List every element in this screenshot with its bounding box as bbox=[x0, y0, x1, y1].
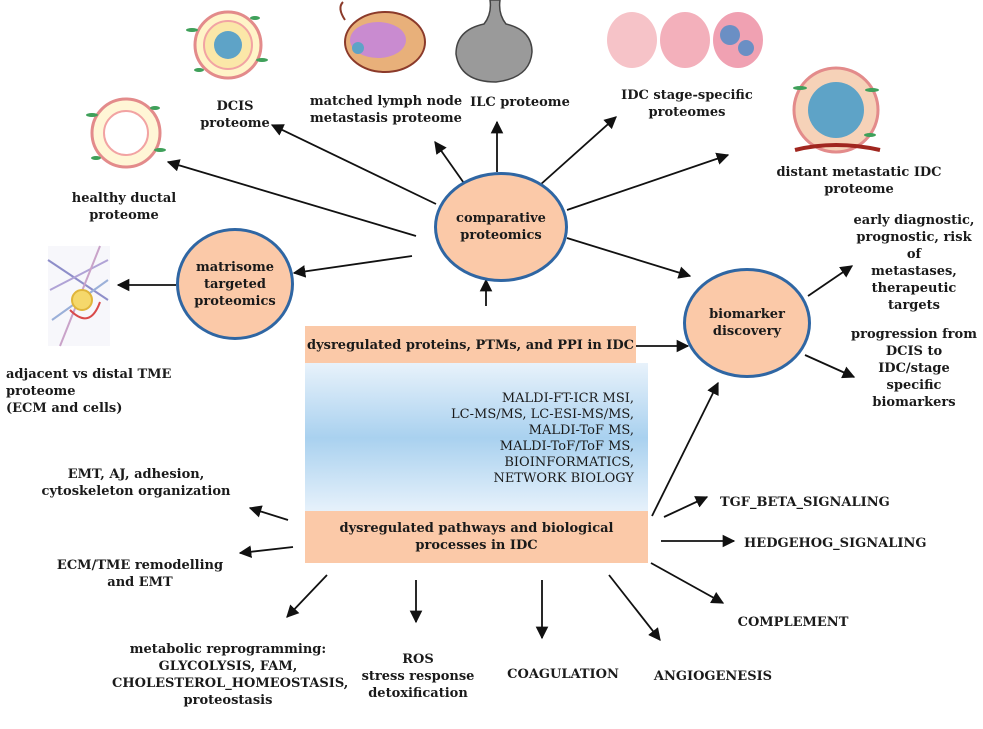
arrow-to-lymph bbox=[434, 140, 467, 187]
emt-aj-label: EMT, AJ, adhesion, cytoskeleton organiza… bbox=[41, 467, 231, 499]
pathways-bar: dysregulated pathways and biological pro… bbox=[305, 511, 648, 563]
lymph-node-illustration bbox=[339, 1, 426, 73]
dcis-proteome-label: DCIS proteome bbox=[200, 99, 270, 131]
arrow-to-complement bbox=[650, 562, 725, 604]
arrow-to-early bbox=[807, 265, 854, 297]
healthy-duct-illustration bbox=[86, 97, 166, 169]
arrow-to-healthy bbox=[166, 159, 417, 237]
proteins-bar: dysregulated proteins, PTMs, and PPI in … bbox=[305, 326, 636, 364]
complement-label: COMPLEMENT bbox=[737, 615, 849, 630]
tme-illustration bbox=[47, 245, 110, 347]
distant-metastatic-proteome-label: distant metastatic IDC proteome bbox=[776, 165, 942, 197]
matrisome-proteomics-hub: matrisome targeted proteomics bbox=[176, 228, 294, 340]
arrow-to-angiogenesis bbox=[608, 574, 661, 641]
tgf-beta-signaling-label: TGF_BETA_SIGNALING bbox=[720, 495, 890, 510]
angiogenesis-label: ANGIOGENESIS bbox=[653, 669, 773, 684]
arrow-to-tgf bbox=[663, 496, 709, 518]
methods-list: MALDI-FT-ICR MSI, LC-MS/MS, LC-ESI-MS/MS… bbox=[451, 391, 634, 486]
ros-label: ROS stress response detoxification bbox=[361, 652, 475, 701]
idc-stage-illustration bbox=[607, 12, 763, 68]
distant-metastatic-illustration bbox=[792, 66, 881, 154]
arrow-to-dcis bbox=[270, 124, 437, 205]
progression-biomarkers-label: progression from DCIS to IDC/stage speci… bbox=[851, 327, 977, 410]
comparative-proteomics-hub: comparative proteomics bbox=[434, 172, 568, 282]
arrow-to-biomarker-from-pathways bbox=[651, 381, 719, 517]
lymph-node-proteome-label: matched lymph node metastasis proteome bbox=[309, 94, 463, 126]
idc-stage-proteome-label: IDC stage-specific proteomes bbox=[621, 88, 753, 120]
metabolic-reprogramming-label: metabolic reprogramming: GLYCOLYSIS, FAM… bbox=[112, 642, 349, 708]
coagulation-label: COAGULATION bbox=[507, 667, 619, 682]
arrow-to-matrisome bbox=[292, 255, 413, 278]
arrow-to-idc-stage bbox=[539, 116, 617, 186]
tme-proteome-label: adjacent vs distal TME proteome (ECM and… bbox=[6, 367, 172, 416]
ecm-remodelling-label: ECM/TME remodelling and EMT bbox=[56, 558, 224, 590]
dcis-duct-illustration bbox=[186, 10, 268, 80]
arrow-to-progression bbox=[804, 354, 856, 379]
ilc-illustration bbox=[455, 0, 533, 83]
early-diagnostic-label: early diagnostic, prognostic, risk of me… bbox=[853, 213, 975, 313]
arrow-to-biomarker bbox=[566, 237, 692, 279]
arrow-to-emt-aj bbox=[248, 505, 289, 521]
arrow-to-distant bbox=[566, 152, 730, 211]
arrow-to-ecm bbox=[238, 545, 294, 558]
biomarker-discovery-hub: biomarker discovery bbox=[683, 268, 811, 378]
hedgehog-signaling-label: HEDGEHOG_SIGNALING bbox=[744, 536, 927, 551]
healthy-ductal-proteome-label: healthy ductal proteome bbox=[71, 191, 177, 223]
methods-box: MALDI-FT-ICR MSI, LC-MS/MS, LC-ESI-MS/MS… bbox=[305, 363, 648, 513]
ilc-proteome-label: ILC proteome bbox=[470, 95, 570, 110]
arrow-to-metabolic bbox=[286, 574, 328, 618]
